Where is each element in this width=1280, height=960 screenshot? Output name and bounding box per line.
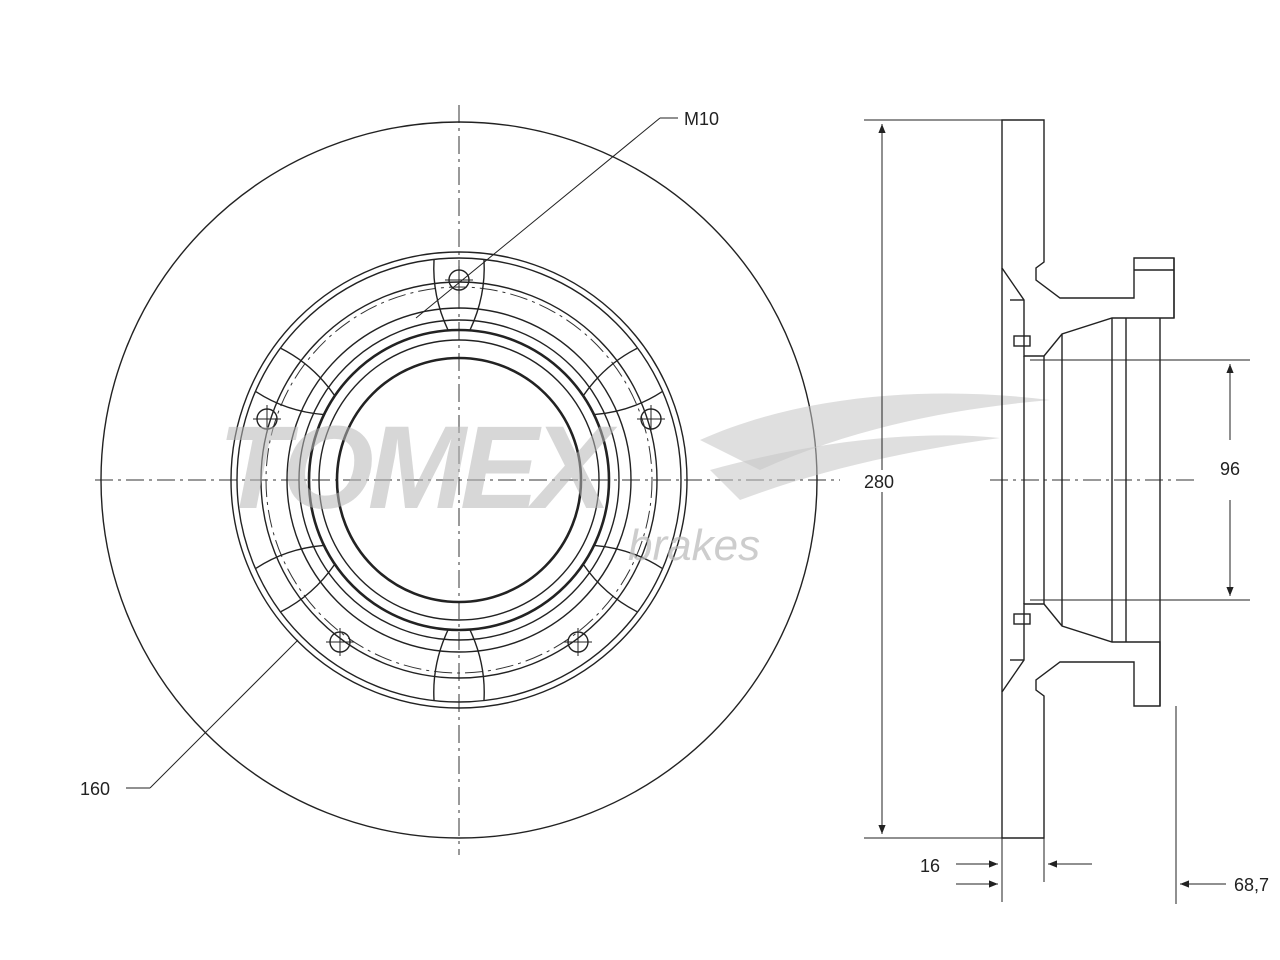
hat-outer-edge [230,251,688,709]
thickness-label: 16 [920,856,940,876]
bolt-circle-label: 160 [80,779,110,799]
disc-outer-edge [100,121,818,839]
friction-ring-section-bottom [1001,603,1161,839]
front-view: M10 160 [80,105,840,855]
thread-callout: M10 [415,109,719,319]
height-label: 68,7 [1234,875,1269,895]
logo-tagline: brakes [628,521,760,570]
side-section-view [990,119,1195,839]
bolt-circle-callout: 160 [80,639,299,799]
hat-ribs [255,259,663,701]
friction-ring-section-top [1001,119,1175,357]
tomex-logo-watermark: TOMEX brakes [218,393,1050,570]
center-bore [335,356,583,604]
outer-diameter-label: 280 [864,472,894,492]
height-dimension: 68,7 [1175,706,1269,904]
center-bore-dimension: 96 [1030,359,1250,601]
thread-label: M10 [684,109,719,129]
bolt-holes [253,266,665,656]
outer-diameter-dimension: 280 [864,119,1002,839]
logo-brand: TOMEX [218,402,618,534]
center-bore-label: 96 [1220,459,1240,479]
thickness-dimension: 16 [920,838,1092,902]
